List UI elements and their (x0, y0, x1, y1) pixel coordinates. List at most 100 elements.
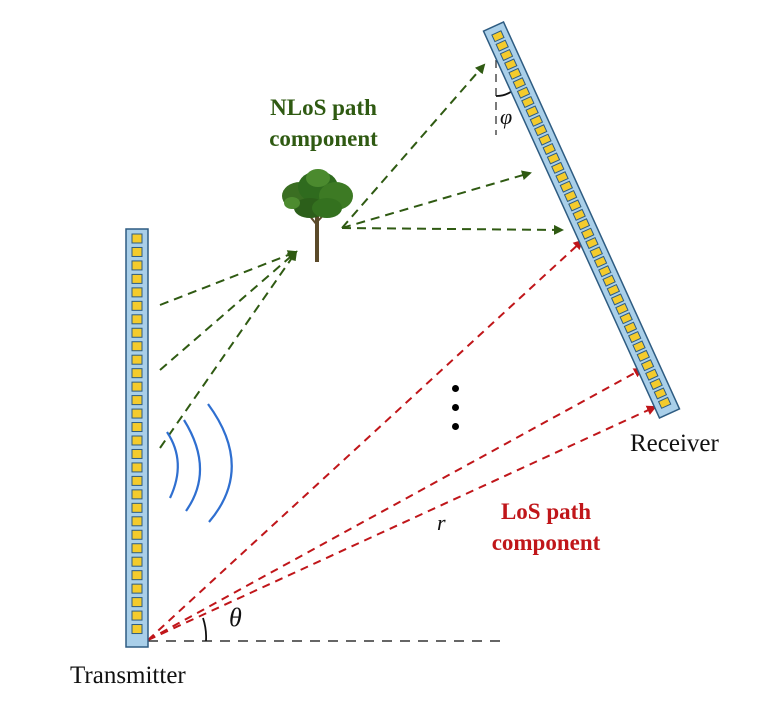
nlos-path-arrow (341, 63, 486, 229)
los-label-line1: LoS path (500, 499, 592, 524)
antenna-element (615, 302, 629, 315)
los-label-line2: component (491, 530, 601, 555)
antenna-element (131, 597, 143, 608)
antenna-element (131, 462, 143, 473)
antenna-element (619, 312, 633, 325)
antenna-element (131, 327, 143, 338)
nlos-path-arrow (341, 224, 564, 235)
antenna-element (580, 227, 595, 240)
antenna-element (516, 86, 531, 99)
antenna-element (504, 58, 518, 71)
antenna-element (131, 368, 143, 379)
receiver-label: Receiver (630, 430, 719, 457)
nlos-label-line2: component (269, 126, 378, 151)
antenna-element (636, 349, 651, 362)
antenna-element (131, 300, 143, 311)
ellipsis-dots (450, 385, 462, 445)
antenna-element (131, 489, 143, 500)
antenna-element (645, 368, 659, 381)
antenna-element (602, 274, 616, 287)
nlos-path-arrow (341, 170, 532, 229)
los-path-arrow (147, 368, 644, 641)
nlos-paths (159, 63, 564, 449)
antenna-element (529, 114, 544, 127)
antenna-element (657, 396, 672, 409)
antenna-element (593, 255, 608, 268)
nlos-label: NLoS path component (236, 92, 411, 154)
antenna-element (576, 218, 591, 231)
antenna-element (131, 233, 143, 244)
transmitter-label: Transmitter (70, 662, 186, 689)
antenna-element (538, 133, 552, 146)
antenna-element (568, 199, 582, 212)
antenna-element (521, 95, 535, 109)
antenna-element (508, 67, 522, 80)
antenna-element (495, 39, 509, 52)
antenna-element (131, 529, 143, 540)
antenna-element (131, 502, 143, 513)
antenna-element (546, 152, 561, 165)
antenna-element (640, 359, 655, 372)
nlos-path-arrow (159, 250, 298, 449)
receiver-array-frame (482, 20, 681, 420)
antenna-element (131, 354, 143, 365)
antenna-element (610, 293, 625, 306)
antenna-element (131, 516, 143, 527)
antenna-element (131, 583, 143, 594)
antenna-array-icon (125, 228, 149, 648)
antenna-element (572, 208, 586, 221)
receiver-array-body (482, 20, 681, 420)
antenna-element (649, 377, 663, 391)
antenna-element (563, 189, 578, 203)
antenna-element (628, 330, 642, 344)
antenna-element (131, 610, 143, 621)
antenna-element (499, 48, 514, 62)
antenna-element (131, 314, 143, 325)
antenna-element (585, 236, 599, 250)
antenna-element (131, 246, 143, 257)
antenna-element (542, 142, 556, 156)
antenna-element (131, 448, 143, 459)
antenna-element (589, 246, 603, 259)
antenna-element (623, 321, 638, 334)
antenna-element (131, 624, 143, 635)
nlos-path-arrow (159, 250, 298, 306)
antenna-element (131, 556, 143, 567)
antenna-element (559, 180, 574, 193)
antenna-element (653, 387, 668, 400)
distance-r-label: r (437, 510, 446, 535)
antenna-element (606, 283, 621, 297)
antenna-element (131, 260, 143, 271)
los-path-arrow (147, 405, 657, 641)
antenna-element (131, 381, 143, 392)
radio-wave-icon (166, 403, 233, 523)
tree-icon (282, 169, 353, 262)
antenna-element (131, 273, 143, 284)
antenna-element (131, 570, 143, 581)
antenna-element (525, 105, 539, 118)
antenna-element (533, 124, 548, 137)
antenna-element (491, 30, 505, 43)
antenna-array-icon (482, 20, 681, 420)
antenna-element (131, 543, 143, 554)
antenna-element (131, 435, 143, 446)
antenna-element (555, 171, 569, 184)
los-path-arrow (147, 239, 584, 641)
phi-label: φ (500, 104, 513, 129)
antenna-element (598, 265, 612, 278)
antenna-element (131, 408, 143, 419)
antenna-element (512, 77, 527, 90)
antenna-element (551, 161, 565, 174)
nlos-path-arrow (159, 250, 298, 371)
antenna-element (131, 422, 143, 433)
antenna-element (131, 395, 143, 406)
antenna-element (632, 340, 646, 353)
antenna-element (131, 287, 143, 298)
los-label: LoS path component (486, 496, 606, 558)
antenna-element (131, 341, 143, 352)
nlos-label-line1: NLoS path (270, 95, 377, 120)
antenna-element (131, 475, 143, 486)
los-paths (147, 239, 657, 641)
